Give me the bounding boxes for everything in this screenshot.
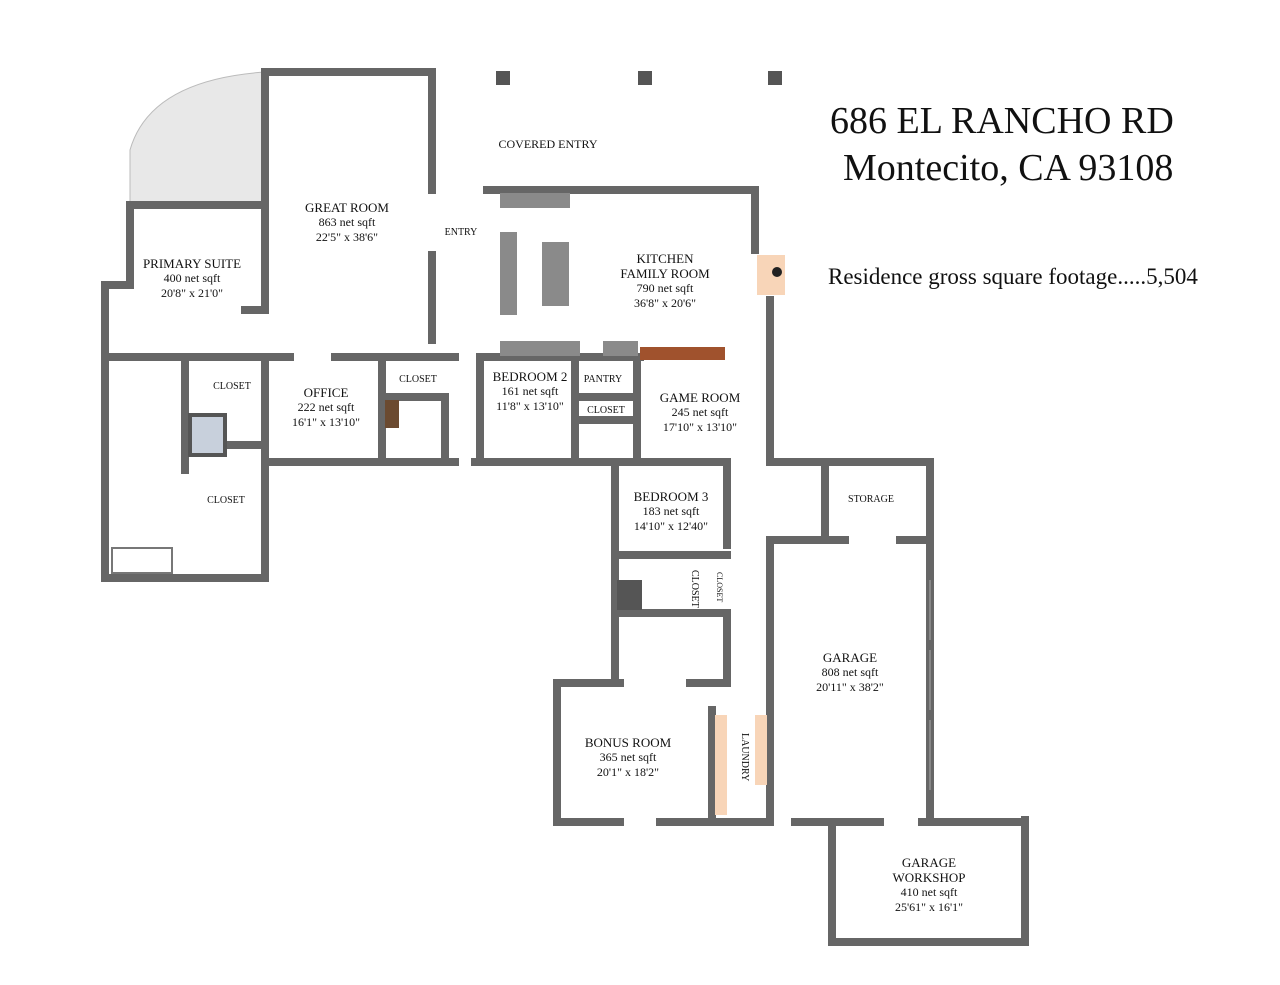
room-closet: CLOSET: [689, 570, 700, 608]
room-area: 183 net sqft: [642, 504, 700, 518]
kitchen-back-counter: [500, 341, 580, 356]
walls: [101, 68, 1029, 946]
room-dims: 36'8" x 20'6": [633, 296, 697, 310]
room-name: COVERED ENTRY: [498, 137, 598, 151]
room-area: 400 net sqft: [163, 271, 221, 285]
room-name: GARAGE: [901, 855, 957, 870]
room-name: BEDROOM 2: [492, 369, 568, 384]
room-name: PRIMARY SUITE: [142, 256, 242, 271]
room-dims: 14'10" x 12'40": [633, 519, 709, 533]
stone-patio: [129, 71, 266, 206]
room-area: 808 net sqft: [821, 665, 879, 679]
room-dims: 22'5" x 38'6": [315, 230, 379, 244]
room-area: 790 net sqft: [636, 281, 694, 295]
room-closet: CLOSET: [399, 372, 437, 387]
room-covered-entry: COVERED ENTRY: [499, 137, 598, 152]
room-area: 365 net sqft: [599, 750, 657, 764]
room-name: BONUS ROOM: [584, 735, 672, 750]
room-name: WORKSHOP: [892, 870, 966, 885]
kitchen-back-counter: [603, 341, 638, 356]
room-name: STORAGE: [848, 494, 894, 505]
room-name: PANTRY: [583, 374, 623, 385]
entry-post: [638, 71, 652, 85]
room-closet: CLOSET: [715, 572, 724, 603]
room-name: ENTRY: [444, 227, 478, 238]
room-name: GARAGE: [822, 650, 878, 665]
room-area: 410 net sqft: [900, 885, 958, 899]
entry-post: [496, 71, 510, 85]
room-pantry: PANTRY: [584, 372, 623, 387]
room-storage: STORAGE: [848, 492, 894, 507]
room-name: CLOSET: [207, 495, 245, 506]
cabinets: [640, 347, 725, 360]
room-name: CLOSET: [213, 381, 251, 392]
room-dims: 20'11" x 38'2": [816, 680, 884, 694]
room-area: 222 net sqft: [297, 400, 355, 414]
gross-square-footage: Residence gross square footage.....5,504: [828, 264, 1198, 289]
room-closet: CLOSET: [587, 403, 625, 418]
laundry-counter: [715, 715, 727, 815]
room-name: CLOSET: [587, 405, 625, 416]
room-name: FAMILY ROOM: [620, 266, 710, 281]
room-name: KITCHEN: [636, 251, 694, 266]
vanity: [385, 400, 399, 428]
room-dims: 16'1" x 13'10": [291, 415, 361, 429]
room-name: BEDROOM 3: [633, 489, 709, 504]
room-area: 245 net sqft: [671, 405, 729, 419]
kitchen-range-counter: [500, 232, 517, 315]
room-area: 863 net sqft: [318, 215, 376, 229]
room-entry: ENTRY: [445, 225, 478, 240]
room-dims: 20'8" x 21'0": [160, 286, 224, 300]
room-area: 161 net sqft: [501, 384, 559, 398]
room-dims: 20'1" x 18'2": [596, 765, 660, 779]
shower: [188, 413, 227, 457]
room-name: OFFICE: [303, 385, 349, 400]
room-name: GREAT ROOM: [305, 200, 389, 215]
shower: [617, 580, 642, 610]
room-name: GAME ROOM: [659, 390, 741, 405]
address-line-1: 686 EL RANCHO RD: [830, 100, 1174, 142]
laundry-counter: [755, 715, 767, 785]
fireplace-icon: [772, 267, 782, 277]
address-line-2: Montecito, CA 93108: [843, 147, 1174, 189]
room-name: CLOSET: [399, 374, 437, 385]
entry-post: [768, 71, 782, 85]
room-dims: 25'61" x 16'1": [894, 900, 964, 914]
room-dims: 17'10" x 13'10": [662, 420, 738, 434]
room-dims: 11'8" x 13'10": [496, 399, 564, 413]
kitchen-island: [542, 242, 569, 306]
room-laundry: LAUNDRY: [739, 733, 750, 782]
room-closet: CLOSET: [213, 379, 251, 394]
room-closet: CLOSET: [207, 493, 245, 508]
bathtub: [111, 547, 173, 574]
kitchen-counter: [500, 193, 570, 208]
